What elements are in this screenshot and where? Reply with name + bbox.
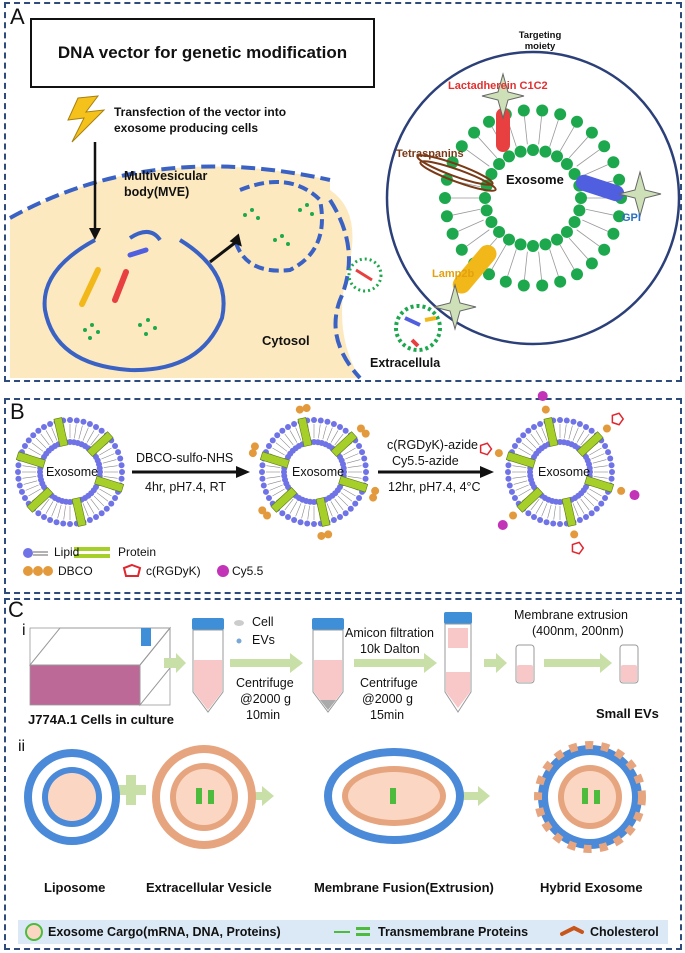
legend-evs-label: EVs — [252, 633, 275, 647]
c-sub-ii: ii — [18, 738, 26, 755]
panel-c-label: C — [8, 597, 24, 622]
fusion-label: Membrane Fusion(Extrusion) — [314, 880, 494, 895]
panel-b-frame — [4, 398, 682, 594]
cell-membrane-right — [328, 198, 362, 380]
extrusion-a: Membrane extrusion — [514, 608, 628, 622]
free-exosome-2 — [394, 304, 442, 352]
b-step1-reagent: DBCO-sulfo-NHS — [136, 451, 234, 465]
small-evs-label: Small EVs — [596, 706, 659, 721]
legend-cy55-icon — [217, 565, 229, 577]
legend-lipid-icon — [23, 548, 48, 558]
targeting-label: Targeting moiety — [518, 30, 562, 52]
cell-membrane — [9, 164, 331, 220]
targeting-star-right — [618, 170, 662, 218]
panel-b-label: B — [10, 399, 25, 424]
hybrid-graphic — [534, 741, 646, 853]
legend-protein-icon — [74, 547, 110, 558]
small-tube-1 — [515, 644, 535, 684]
lactadherein-label: Lactadherein C1C2 — [448, 80, 548, 92]
b-exo1-label: Exosome — [46, 465, 99, 479]
b-exo2-label: Exosome — [292, 465, 345, 479]
centrifuge1-b: @2000 g — [240, 692, 291, 706]
gpi-label: GPI — [622, 212, 641, 224]
b-exo3-label: Exosome — [538, 465, 591, 479]
tetraspanins-label: Tetraspanins — [396, 148, 464, 160]
c-sub-i: i — [22, 622, 26, 639]
legend-cell-label: Cell — [252, 615, 274, 629]
gpi-protein — [575, 174, 625, 202]
centrifuge2-b: @2000 g — [362, 692, 413, 706]
b-step1-cond: 4hr, pH7.4, RT — [145, 480, 227, 494]
tube-3 — [444, 612, 472, 713]
targeting-star-top — [481, 72, 525, 120]
transfection-text: Transfection of the vector into exosome … — [114, 105, 287, 135]
extracellular-label: Extracellula — [370, 356, 441, 370]
liposome-graphic — [24, 749, 120, 845]
exosome-b-2 — [248, 404, 380, 540]
exosome-lipid-heads — [439, 104, 627, 292]
exosome-detail-frame — [385, 50, 681, 346]
liposome-label: Liposome — [44, 880, 106, 895]
legend-dbco-label: DBCO — [58, 564, 93, 578]
centrifuge1-a: Centrifuge — [236, 676, 294, 690]
mve-invagination — [128, 230, 162, 242]
cytosol-label: Cytosol — [262, 333, 310, 348]
cholesterol-icon — [560, 925, 584, 936]
small-tube-2 — [619, 644, 639, 684]
cytosol-region — [10, 166, 360, 378]
lamp2b-protein — [452, 244, 497, 294]
amicon-b: 10k Dalton — [360, 642, 420, 656]
culture-flask-icon — [28, 626, 172, 707]
centrifuge2-c: 15min — [370, 708, 405, 722]
fusion-graphic — [324, 748, 464, 844]
b-step2-cond: 12hr, pH7.4, 4°C — [388, 480, 481, 494]
exosome-b-1 — [15, 417, 125, 527]
hybrid-label: Hybrid Exosome — [540, 880, 643, 895]
centrifuge2-a: Centrifuge — [360, 676, 418, 690]
cargo-icon — [25, 923, 43, 941]
extrusion-b: (400nm, 200nm) — [532, 624, 624, 638]
panel-a-label: A — [10, 4, 25, 29]
vector-box: DNA vector for genetic modification — [30, 18, 375, 88]
mve-membrane — [42, 238, 226, 373]
panel-a-frame — [4, 2, 682, 382]
legend-tm-label: Transmembrane Proteins — [378, 925, 529, 939]
legend-rgd-label: c(RGDyK) — [146, 564, 201, 578]
legend-cy55-label: Cy5.5 — [232, 564, 264, 578]
legend-protein-label: Protein — [118, 545, 157, 559]
panel-c-frame — [4, 598, 682, 950]
targeting-star-bottom — [433, 283, 477, 331]
b-step2-reagent2: Cy5.5-azide — [392, 454, 459, 468]
tube-2 — [312, 618, 344, 713]
mve-label: Multivesicular body(MVE) — [124, 169, 208, 199]
legend-chol-label: Cholesterol — [590, 925, 659, 939]
cells-label: J774A.1 Cells in culture — [28, 712, 174, 727]
exosome-center-label: Exosome — [506, 172, 564, 187]
legend-cargo-label: Exosome Cargo(mRNA, DNA, Proteins) — [48, 925, 281, 939]
free-exosome-1 — [347, 257, 383, 293]
legend-lipid-label: Lipid — [54, 545, 80, 559]
centrifuge1-c: 10min — [246, 708, 281, 722]
amicon-a: Amicon filtration — [345, 626, 434, 640]
lamp2b-label: Lamp2b — [432, 268, 475, 280]
budding-vesicle — [233, 180, 324, 273]
exosome-b-3 — [479, 390, 640, 555]
lactadherein-protein — [496, 108, 510, 152]
legend-rgd-icon — [122, 563, 142, 577]
ev-graphic — [152, 745, 256, 849]
lightning-icon — [67, 95, 106, 143]
ev-label: Extracellular Vesicle — [146, 880, 272, 895]
legend-dbco-icon — [23, 566, 53, 576]
transmembrane-icon — [334, 927, 370, 936]
tube-1 — [192, 618, 224, 713]
b-step2-reagent1: c(RGDyK)-azide — [387, 438, 478, 452]
